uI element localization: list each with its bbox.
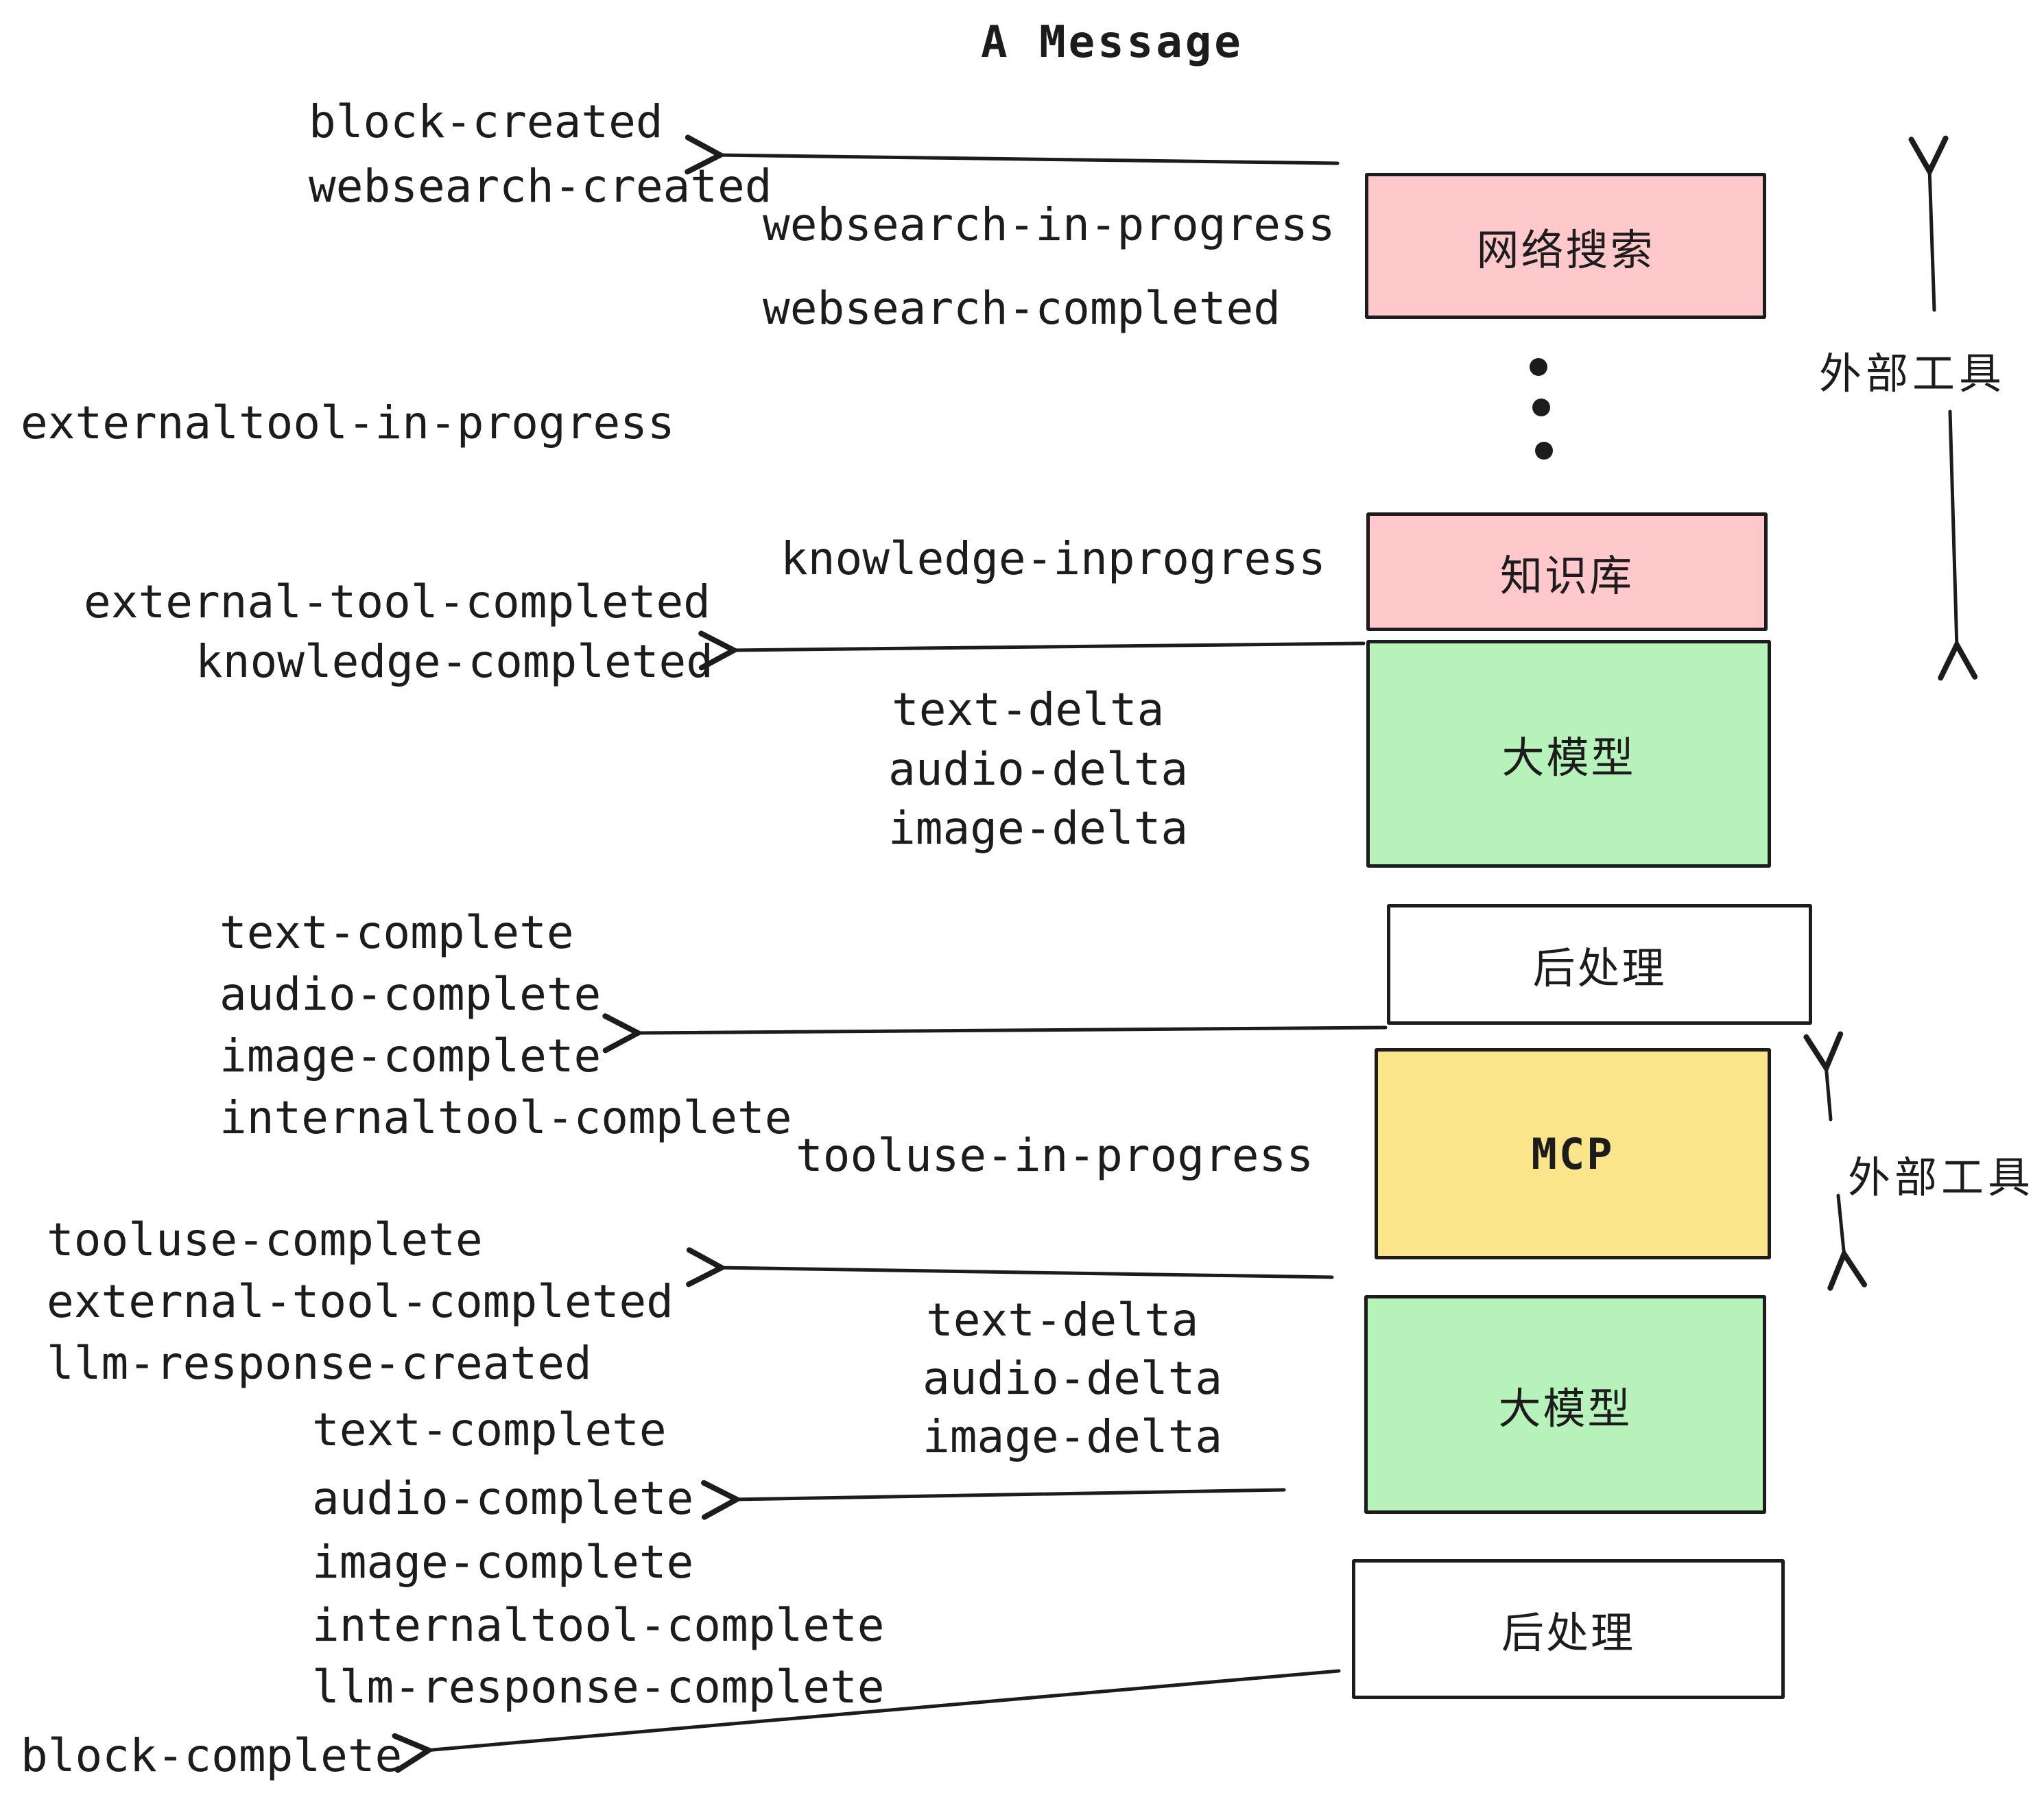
event-tooluse-in-progress: tooluse-in-progress xyxy=(796,1129,1314,1182)
box-postprocess-2: 后处理 xyxy=(1352,1559,1785,1699)
event-block-complete: block-complete xyxy=(21,1729,403,1782)
event-internaltool-complete-2: internaltool-complete xyxy=(312,1599,885,1652)
box-mcp-label: MCP xyxy=(1531,1128,1615,1179)
arrow-to-websearch-created xyxy=(685,134,1340,175)
event-text-complete-1: text-complete xyxy=(219,906,574,959)
event-external-tool-completed-2: external-tool-completed xyxy=(47,1275,674,1328)
box-llm-2: 大模型 xyxy=(1364,1295,1766,1514)
mcp-external-tools-up-arrow xyxy=(1803,1031,1844,1121)
event-audio-delta-1: audio-delta xyxy=(888,743,1189,796)
event-externaltool-in-progress: externaltool-in-progress xyxy=(21,396,675,449)
box-postprocess-1: 后处理 xyxy=(1387,904,1812,1025)
event-tooluse-complete: tooluse-complete xyxy=(47,1213,483,1266)
arrow-to-tooluse-complete xyxy=(686,1247,1334,1287)
event-text-delta-1: text-delta xyxy=(892,683,1165,736)
event-image-complete-1: image-complete xyxy=(219,1030,602,1082)
event-text-complete-2: text-complete xyxy=(312,1403,667,1456)
event-websearch-completed: websearch-completed xyxy=(763,282,1281,335)
event-knowledge-inprogress: knowledge-inprogress xyxy=(781,532,1326,585)
box-knowledge: 知识库 xyxy=(1366,512,1768,631)
arrow-to-knowledge-completed xyxy=(698,630,1366,671)
diagram-title: A Message xyxy=(981,17,1244,68)
event-llm-response-created: llm-response-created xyxy=(47,1337,592,1390)
ellipsis-dots xyxy=(1530,358,1553,460)
box-mcp: MCP xyxy=(1375,1048,1771,1259)
event-image-complete-2: image-complete xyxy=(312,1536,694,1589)
event-websearch-in-progress: websearch-in-progress xyxy=(763,198,1335,251)
event-llm-response-complete: llm-response-complete xyxy=(312,1661,885,1713)
event-image-delta-1: image-delta xyxy=(888,802,1189,855)
event-text-delta-2: text-delta xyxy=(926,1294,1199,1346)
external-tools-down-arrow xyxy=(1938,410,1978,681)
external-tools-label-mcp: 外部工具 xyxy=(1848,1152,2035,1202)
event-knowledge-completed: knowledge-completed xyxy=(195,635,713,688)
arrow-to-audio-complete xyxy=(701,1480,1286,1520)
event-block-created: block-created xyxy=(309,95,663,148)
box-llm-1-label: 大模型 xyxy=(1501,733,1636,783)
event-websearch-created: websearch-created xyxy=(309,160,772,213)
event-audio-complete-2: audio-complete xyxy=(312,1472,694,1525)
event-image-delta-2: image-delta xyxy=(923,1410,1223,1463)
event-internaltool-complete-1: internaltool-complete xyxy=(219,1091,792,1144)
event-audio-delta-2: audio-delta xyxy=(923,1352,1223,1405)
box-postprocess-2-label: 后处理 xyxy=(1501,1608,1635,1658)
mcp-external-tools-down-arrow xyxy=(1827,1194,1868,1291)
external-tools-label-top: 外部工具 xyxy=(1819,348,2006,399)
box-postprocess-1-label: 后处理 xyxy=(1532,943,1667,993)
box-websearch: 网络搜索 xyxy=(1365,173,1766,319)
arrow-to-image-complete xyxy=(602,1013,1388,1054)
arrow-to-block-complete xyxy=(392,1669,1341,1773)
box-llm-1: 大模型 xyxy=(1366,640,1771,868)
box-knowledge-label: 知识库 xyxy=(1499,550,1634,601)
box-websearch-label: 网络搜索 xyxy=(1476,224,1655,275)
external-tools-up-arrow xyxy=(1908,135,1949,312)
box-llm-2-label: 大模型 xyxy=(1498,1383,1632,1434)
event-external-tool-completed-1: external-tool-completed xyxy=(84,575,711,628)
event-audio-complete-1: audio-complete xyxy=(219,968,602,1021)
